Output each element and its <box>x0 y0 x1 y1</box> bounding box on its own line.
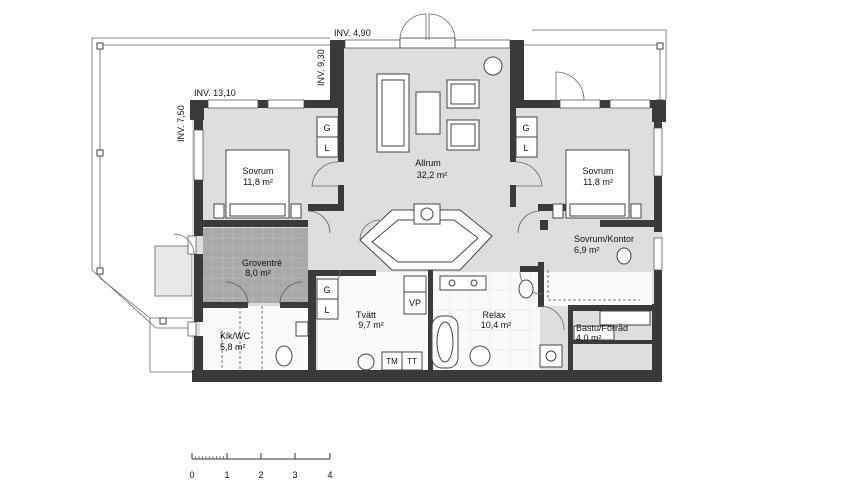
wardrobe-g-left: G <box>323 123 330 133</box>
scale-bar: 0 1 2 3 4 <box>189 453 333 480</box>
laundry-fixtures <box>357 275 427 371</box>
room-labels: Allrum 32,2 m² Sovrum 11,8 m² Sovrum 11,… <box>220 158 634 352</box>
inv-top-label: INV. 4,90 <box>334 28 371 38</box>
relax-name: Relax <box>482 310 506 320</box>
windows <box>187 39 663 337</box>
wardrobes <box>316 116 538 320</box>
relax-area: 10,4 m² <box>481 320 512 330</box>
inv-930-label: INV. 9,30 <box>316 49 326 86</box>
wardrobe-l-right: L <box>523 143 528 153</box>
sovrum-kontor-area: 6,9 m² <box>574 245 600 255</box>
kitchen-island <box>359 203 493 271</box>
sovrum-left-area: 11,8 m² <box>243 177 273 187</box>
scale-tick-0: 0 <box>189 470 194 480</box>
wardrobe-g-tvatt: G <box>323 285 330 295</box>
wardrobe-l-tvatt: L <box>324 305 329 315</box>
inv-annotations: INV. 4,90 INV. 13,10 INV. 9,30 INV. 7,50 <box>176 28 371 142</box>
inv-750-label: INV. 7,50 <box>176 105 186 142</box>
wc-fixtures <box>221 306 309 370</box>
scale-tick-1: 1 <box>224 470 229 480</box>
fixture-labels: G L G L G L VP TM TT <box>323 123 529 366</box>
tt-label: TT <box>407 357 417 366</box>
bastu-forrad-name: Bastu/Förråd <box>576 323 628 333</box>
scale-tick-2: 2 <box>258 470 263 480</box>
vp-label: VP <box>409 298 421 308</box>
sauna-office-fixtures <box>547 247 651 341</box>
tile-grid <box>203 228 308 303</box>
inv-1310-label: INV. 13,10 <box>194 88 236 98</box>
sofa-group <box>376 56 503 153</box>
tvatt-name: Tvätt <box>356 310 377 320</box>
klk-wc-name: Klk/WC <box>220 331 250 341</box>
beds <box>213 149 642 219</box>
relax-fixtures <box>431 275 563 369</box>
sovrum-kontor-name: Sovrum/Kontor <box>574 234 634 244</box>
door-swings <box>173 71 585 331</box>
klk-wc-area: 5,8 m² <box>220 342 246 352</box>
terrace-outline <box>91 29 667 373</box>
patio-door <box>399 13 456 49</box>
wardrobe-l-left: L <box>324 143 329 153</box>
groventre-area: 8,0 m² <box>245 268 271 278</box>
sovrum-left-name: Sovrum <box>242 166 273 176</box>
entrance-step <box>154 245 193 297</box>
tvatt-area: 9,7 m² <box>358 320 384 330</box>
allrum-name: Allrum <box>415 158 441 168</box>
sovrum-right-name: Sovrum <box>582 166 613 176</box>
scale-tick-3: 3 <box>292 470 297 480</box>
sovrum-right-area: 11,8 m² <box>583 177 613 187</box>
groventre-name: Groventré <box>242 258 282 268</box>
tm-label: TM <box>386 357 398 366</box>
scale-tick-4: 4 <box>327 470 332 480</box>
allrum-area: 32,2 m² <box>417 170 448 180</box>
bastu-forrad-area: 4,0 m² <box>576 333 602 343</box>
wardrobe-g-right: G <box>522 123 529 133</box>
